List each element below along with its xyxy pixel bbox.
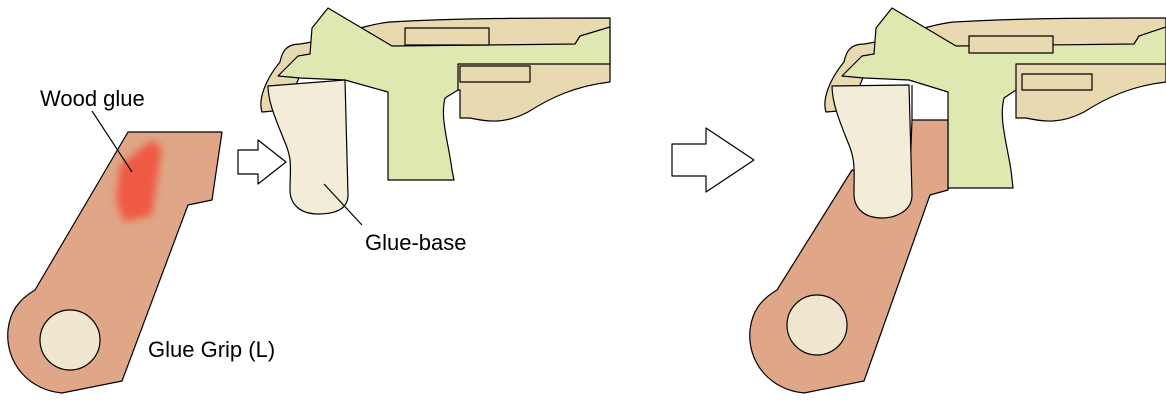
- frame-slot-middle: [1021, 73, 1093, 91]
- glue-grip-label: Glue Grip (L): [148, 337, 275, 362]
- grip-hole: [39, 309, 101, 371]
- upper-receiver: [277, 7, 611, 181]
- grip-hole: [786, 294, 848, 356]
- frame-slot-top: [968, 35, 1054, 54]
- right-arrow-icon: [237, 139, 287, 185]
- glue-grip-part: [749, 119, 949, 394]
- before-assembly: Wood glue Glue-base Glue Grip (L): [7, 7, 611, 394]
- glue-base-leader: [323, 183, 363, 226]
- upper-receiver: [841, 7, 1166, 189]
- frame-slot-middle: [459, 65, 531, 83]
- frame-slot-top: [404, 27, 490, 46]
- glue-base-part: [267, 79, 349, 215]
- wood-glue-label: Wood glue: [40, 86, 145, 111]
- glue-base-label: Glue-base: [365, 230, 467, 255]
- glue-grip-part: [7, 131, 223, 394]
- wood-glue-leader: [91, 110, 133, 173]
- wood-glue-spot: [116, 140, 162, 222]
- right-arrow-icon: [671, 127, 755, 193]
- after-assembly: [749, 7, 1166, 394]
- glue-base-part: [831, 84, 913, 219]
- gun-body-before: [260, 7, 611, 215]
